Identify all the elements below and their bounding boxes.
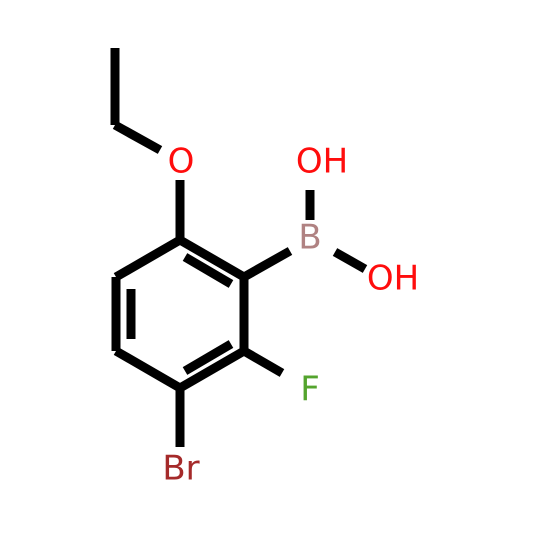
bond-ring-fluorine xyxy=(241,347,285,377)
bond-ring-c4-c5 xyxy=(113,347,183,392)
bond-ring-inner-c3-c4 xyxy=(182,340,234,375)
bond-ring-c3-c4 xyxy=(177,347,247,392)
bond-layer xyxy=(110,48,368,447)
atom-label-oxygen-ether: O xyxy=(168,142,195,182)
atom-label-hydroxyl-right: OH xyxy=(367,259,419,299)
atom-label-hydroxyl-top: OH xyxy=(296,142,348,182)
bond-boron-oh-right xyxy=(332,248,368,273)
atom-label-bromine: Br xyxy=(162,449,199,489)
atom-label-fluorine: F xyxy=(300,370,320,410)
atom-label-layer: O B OH OH F Br xyxy=(162,142,419,489)
bond-ring-c1-c2 xyxy=(177,236,247,281)
bond-ring-boron xyxy=(241,247,293,281)
bond-ring-c6-c1 xyxy=(113,236,183,281)
bond-ethyl-c-o xyxy=(112,121,163,154)
atom-label-boron: B xyxy=(298,218,321,258)
bond-ring-inner-c1-c2 xyxy=(182,253,234,288)
